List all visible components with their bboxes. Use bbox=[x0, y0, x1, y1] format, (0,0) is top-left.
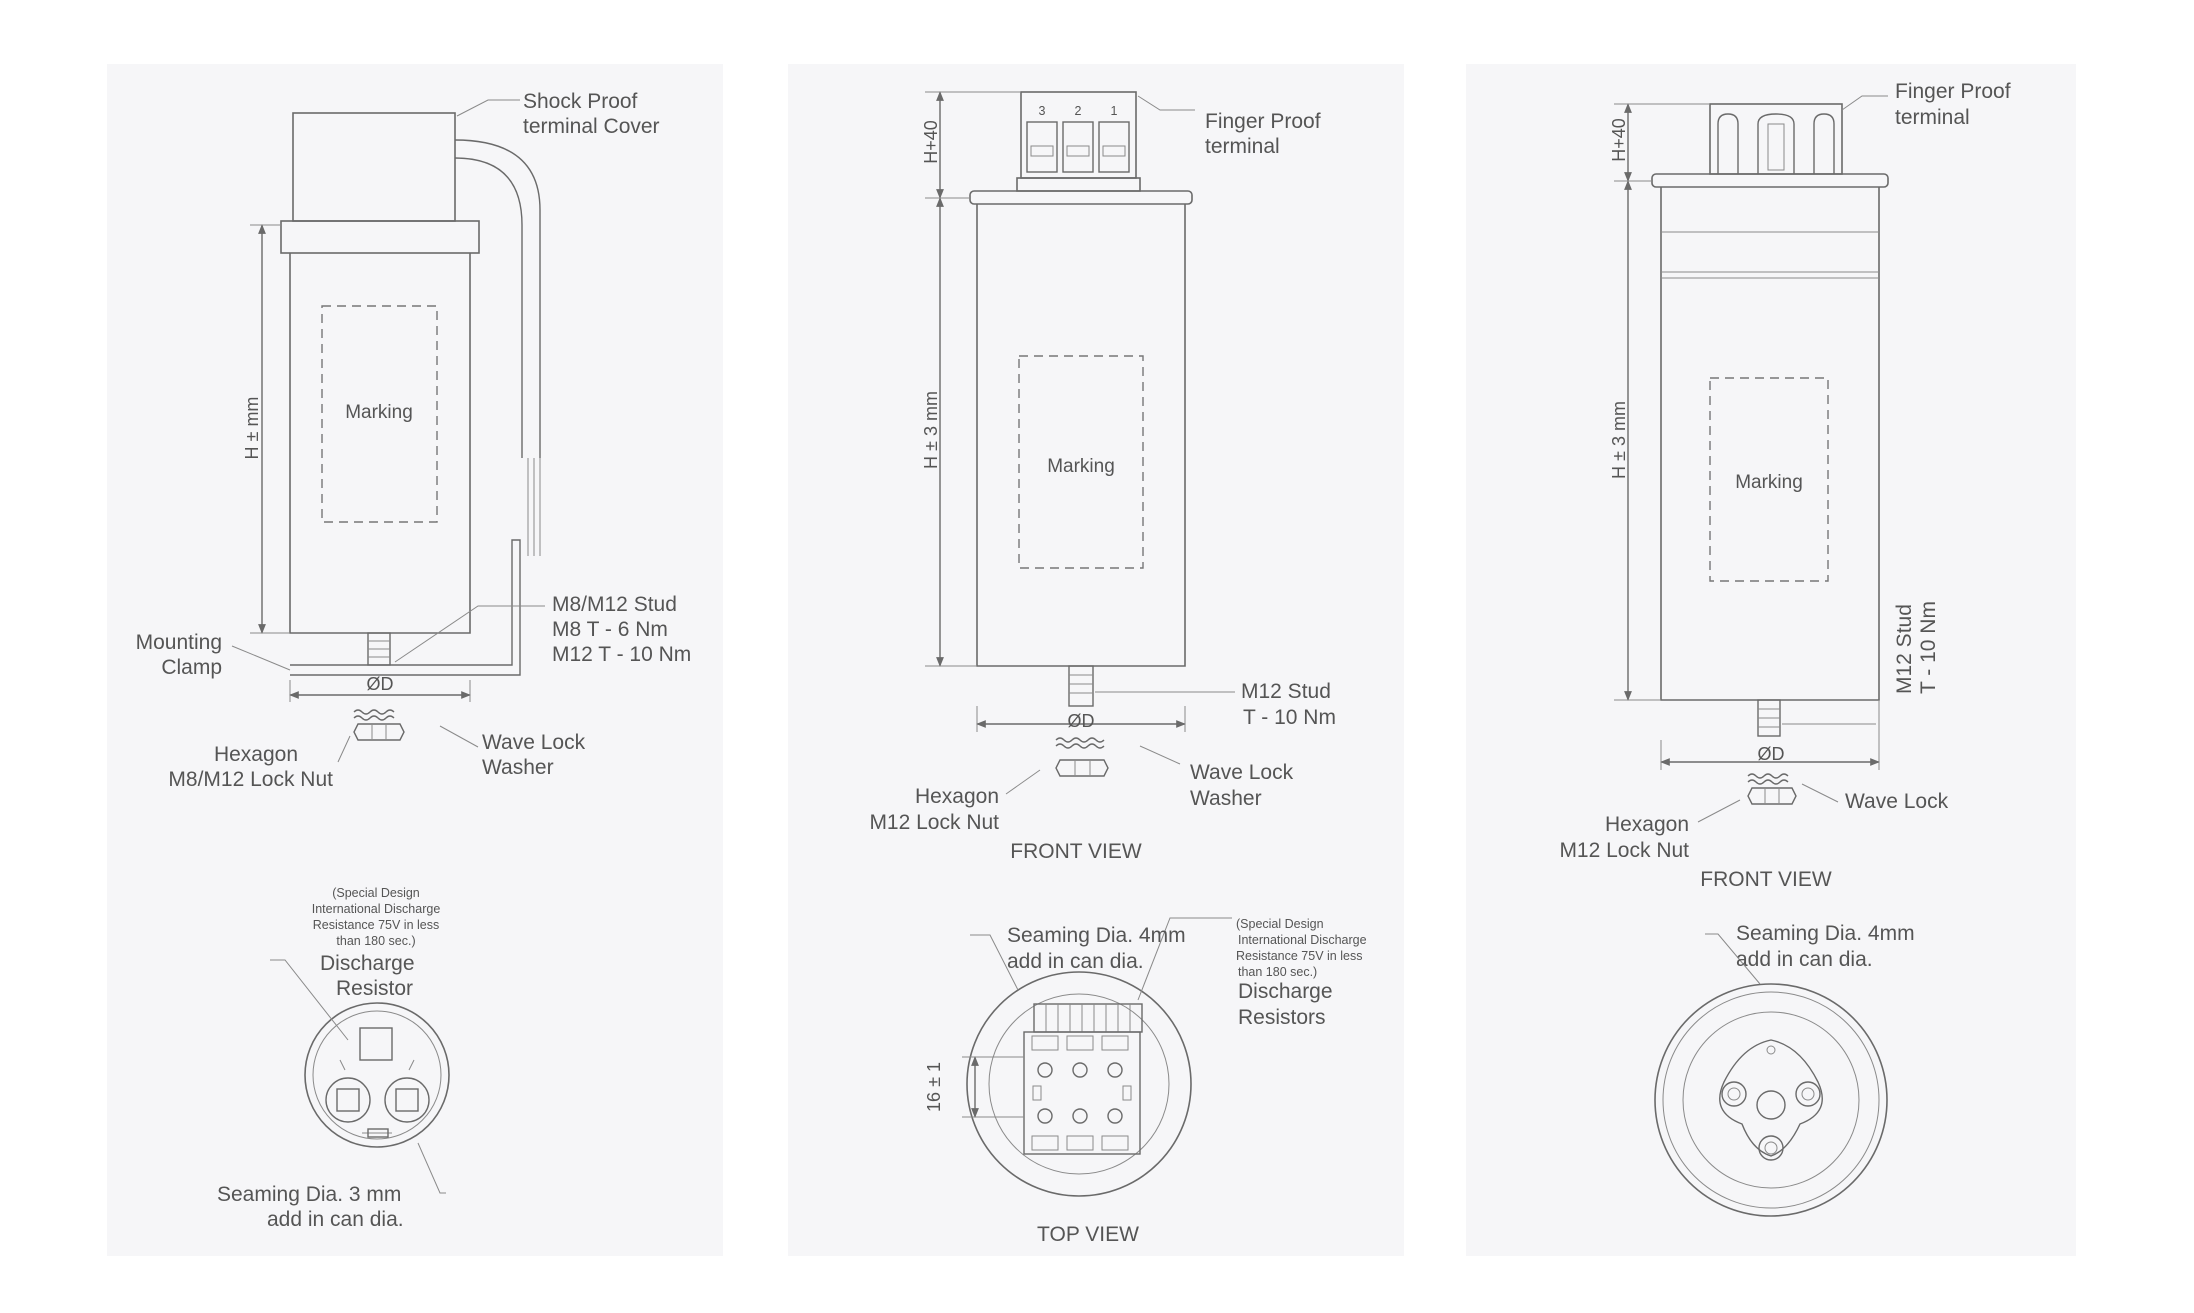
svg-text:terminal: terminal bbox=[1205, 135, 1280, 158]
svg-text:Clamp: Clamp bbox=[161, 656, 222, 679]
discharge-resistors-label: Discharge bbox=[1238, 980, 1333, 1003]
svg-text:Resistance 75V in less: Resistance 75V in less bbox=[313, 918, 439, 932]
svg-text:Resistance 75V in less: Resistance 75V in less bbox=[1236, 949, 1362, 963]
seaming-label-2: Seaming Dia. 4mm bbox=[1007, 924, 1186, 947]
washer-label-2: Wave Lock bbox=[1190, 761, 1294, 784]
od-label-2: ØD bbox=[1068, 711, 1095, 731]
top-view-1 bbox=[304, 1002, 450, 1148]
cover-flange bbox=[280, 220, 480, 254]
svg-text:M8/M12 Lock Nut: M8/M12 Lock Nut bbox=[168, 768, 333, 791]
height-dim-3: H ± 3 mm bbox=[1609, 401, 1629, 479]
special-design-1: (Special Design bbox=[332, 886, 420, 900]
marking-label-2: Marking bbox=[1047, 456, 1115, 477]
stud-label-1: M8/M12 Stud bbox=[552, 593, 677, 616]
special-design-2: (Special Design bbox=[1236, 917, 1324, 931]
svg-text:Washer: Washer bbox=[482, 756, 554, 779]
marking-box-3 bbox=[1709, 377, 1829, 582]
h40-dim-2: H+40 bbox=[921, 120, 941, 164]
top-view-title: TOP VIEW bbox=[1037, 1223, 1139, 1246]
height-dim-2: H ± 3 mm bbox=[921, 391, 941, 469]
lock-nut-label-1: Hexagon bbox=[214, 743, 298, 766]
svg-text:International Discharge: International Discharge bbox=[312, 902, 441, 916]
panel-2: 3 2 1 Marking H+40 H ± 3 mm ØD Finger bbox=[869, 91, 1367, 1246]
panel-3-background bbox=[1466, 64, 2076, 1256]
marking-label-1: Marking bbox=[345, 402, 413, 423]
lock-nut-3 bbox=[1747, 787, 1797, 805]
finger-proof-label-3: Finger Proof bbox=[1895, 80, 2011, 103]
svg-text:add in can dia.: add in can dia. bbox=[267, 1208, 404, 1231]
svg-text:Resistors: Resistors bbox=[1238, 1006, 1326, 1029]
od-label-1: ØD bbox=[367, 674, 394, 694]
panel-2-background bbox=[788, 64, 1404, 1256]
dim-16-label: 16 ± 1 bbox=[924, 1062, 944, 1112]
stud-label-2: M12 Stud bbox=[1241, 680, 1331, 703]
shock-proof-label: Shock Proof bbox=[523, 90, 638, 113]
top-view-2 bbox=[966, 971, 1192, 1197]
seaming-label-3: Seaming Dia. 4mm bbox=[1736, 922, 1915, 945]
svg-text:add in can dia.: add in can dia. bbox=[1736, 948, 1873, 971]
finger-proof-label-2: Finger Proof bbox=[1205, 110, 1321, 133]
svg-text:2: 2 bbox=[1075, 104, 1082, 118]
discharge-resistor-label: Discharge bbox=[320, 952, 415, 975]
svg-text:3: 3 bbox=[1039, 104, 1046, 118]
lock-nut-1 bbox=[353, 723, 405, 741]
svg-text:M8 T - 6 Nm: M8 T - 6 Nm bbox=[552, 618, 668, 641]
front-view-title-2: FRONT VIEW bbox=[1010, 840, 1142, 863]
washer-label-1: Wave Lock bbox=[482, 731, 586, 754]
front-view-title-3: FRONT VIEW bbox=[1700, 868, 1832, 891]
svg-text:T - 10 Nm: T - 10 Nm bbox=[1243, 706, 1336, 729]
stud-2 bbox=[1068, 665, 1094, 707]
od-label-3: ØD bbox=[1758, 744, 1785, 764]
marking-box-2 bbox=[1018, 355, 1144, 569]
svg-text:terminal Cover: terminal Cover bbox=[523, 115, 660, 138]
lock-nut-2 bbox=[1055, 759, 1109, 777]
top-terminal-block-2 bbox=[1023, 1031, 1141, 1155]
svg-text:than 180 sec.): than 180 sec.) bbox=[336, 934, 415, 948]
mounting-clamp bbox=[290, 539, 521, 676]
lock-nut-label-2: Hexagon bbox=[915, 785, 999, 808]
marking-label-3: Marking bbox=[1735, 472, 1803, 493]
seaming-label-1: Seaming Dia. 3 mm bbox=[217, 1183, 401, 1206]
top-view-3 bbox=[1654, 983, 1888, 1217]
svg-text:Washer: Washer bbox=[1190, 787, 1262, 810]
cable bbox=[454, 139, 541, 458]
svg-text:T - 10 Nm: T - 10 Nm bbox=[1917, 601, 1940, 694]
svg-text:than 180 sec.): than 180 sec.) bbox=[1238, 965, 1317, 979]
svg-text:M12 Lock Nut: M12 Lock Nut bbox=[1559, 839, 1689, 862]
svg-text:add in can dia.: add in can dia. bbox=[1007, 950, 1144, 973]
mounting-clamp-label: Mounting bbox=[136, 631, 222, 654]
panel-1-background bbox=[107, 64, 723, 1256]
panel-3: Marking H+40 H ± 3 mm ØD Finger Proof te… bbox=[1559, 80, 2011, 1217]
panel-1: Marking H ± mm ØD Shock Proof terminal C… bbox=[136, 90, 692, 1231]
svg-text:International Discharge: International Discharge bbox=[1238, 933, 1367, 947]
svg-text:M12 T - 10 Nm: M12 T - 10 Nm bbox=[552, 643, 691, 666]
svg-text:Resistor: Resistor bbox=[336, 977, 413, 1000]
h40-dim-3: H+40 bbox=[1609, 118, 1629, 162]
svg-text:1: 1 bbox=[1111, 104, 1118, 118]
washer-label-3: Wave Lock bbox=[1845, 790, 1949, 813]
cable-inner bbox=[454, 157, 523, 458]
svg-text:M12 Lock Nut: M12 Lock Nut bbox=[869, 811, 999, 834]
height-dim-1: H ± mm bbox=[242, 397, 262, 460]
three-lobe-terminal bbox=[1719, 1039, 1823, 1157]
svg-text:terminal: terminal bbox=[1895, 106, 1970, 129]
stud-label-3: M12 Stud bbox=[1893, 604, 1916, 694]
lock-nut-label-3: Hexagon bbox=[1605, 813, 1689, 836]
top-terminal-1 bbox=[359, 1027, 393, 1061]
